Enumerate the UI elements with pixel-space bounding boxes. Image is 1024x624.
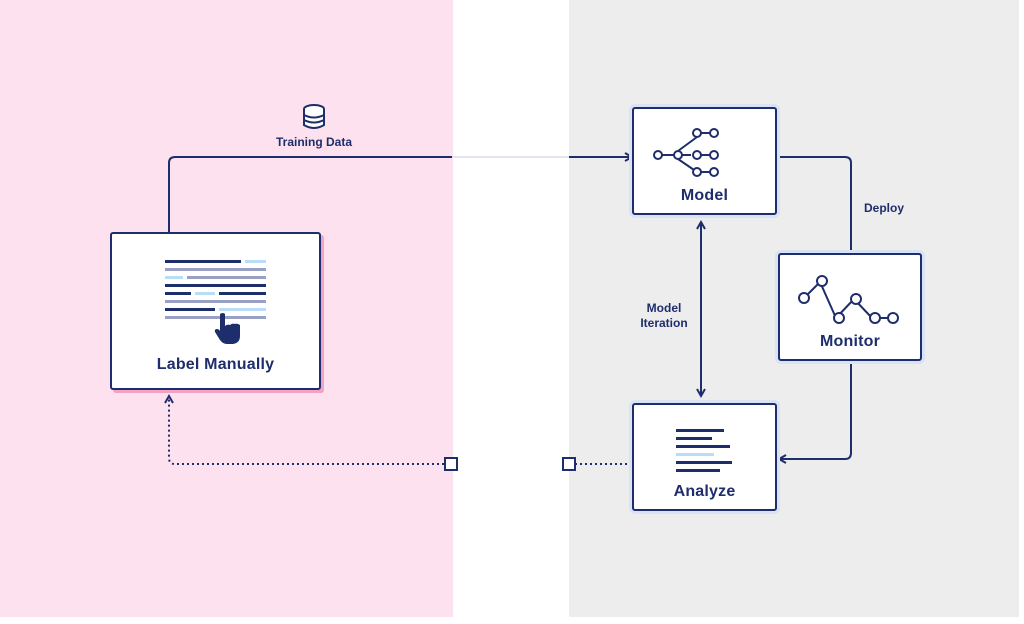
monitor-title: Monitor (819, 333, 881, 350)
text-lines-icon (676, 429, 732, 472)
database-icon (303, 104, 325, 129)
model-node: Model (632, 107, 777, 215)
network-icon (653, 128, 719, 177)
model-title: Model (680, 187, 729, 204)
model-iteration-label-line1: Model (646, 301, 682, 315)
document-icon (165, 260, 266, 319)
feedback-connector-left (169, 396, 444, 465)
monitor-to-analyze-connector (779, 361, 852, 459)
line-graph-icon (798, 275, 899, 324)
feedback-right-marker (562, 457, 576, 471)
model-iteration-label-line2: Iteration (640, 316, 688, 330)
training-data-connector (168, 156, 452, 232)
label-manually-node: Label Manually (110, 232, 321, 390)
monitor-node: Monitor (778, 253, 922, 361)
label-manually-title: Label Manually (156, 356, 275, 373)
feedback-left-marker (444, 457, 458, 471)
model-iteration-label: Model Iteration (628, 301, 700, 331)
analyze-node: Analyze (632, 403, 777, 511)
training-data-label: Training Data (275, 135, 352, 149)
deploy-connector (777, 156, 852, 253)
analyze-title: Analyze (673, 483, 736, 500)
deploy-label: Deploy (863, 201, 904, 215)
pointer-hand-icon (214, 313, 240, 344)
